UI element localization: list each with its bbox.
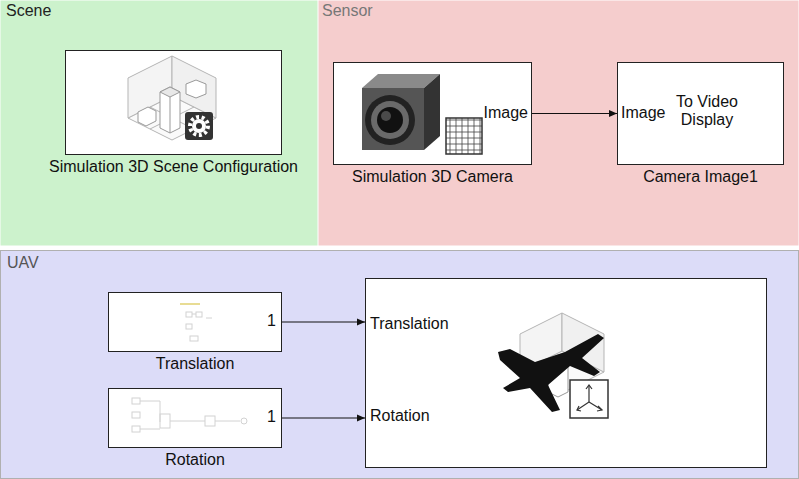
port-label: Image: [621, 104, 665, 122]
band-title: UAV: [7, 254, 39, 272]
uav-band-fill: [1, 251, 799, 479]
subsystem-block: 1Rotation: [108, 388, 282, 448]
port-number: 1: [267, 312, 276, 330]
block-label: Camera Image1: [611, 168, 791, 186]
scene-config-icon: [128, 56, 216, 140]
subsystem-block-fill: [109, 389, 282, 448]
simulink-block: TranslationRotation: [365, 278, 767, 468]
band-title: Scene: [6, 2, 51, 20]
port-number: 1: [267, 408, 276, 426]
port-label: Image: [484, 104, 528, 122]
simulink-block: Simulation 3D Scene Configuration: [65, 50, 282, 155]
block-label: Simulation 3D Camera: [313, 168, 553, 186]
scene-band: Simulation 3D Scene Configuration Scene: [0, 0, 318, 246]
simulink-block-fill: [366, 279, 767, 468]
uav-vehicle-icon: [498, 313, 608, 418]
subsystem-block-fill: [109, 293, 282, 352]
simulink-block-fill: [334, 63, 532, 165]
scene-band-fill: [1, 1, 318, 246]
simulink-block-fill: [66, 51, 282, 155]
sensor-band-fill: [319, 1, 799, 246]
signal-line: [532, 113, 617, 114]
port-label: Translation: [370, 315, 449, 333]
block-text: To Video Display: [667, 93, 747, 129]
subsystem-block: 1Translation: [108, 292, 282, 352]
camera-icon: [362, 74, 482, 154]
simulink-block: ImageSimulation 3D Camera: [333, 62, 532, 165]
band-title: Sensor: [322, 2, 373, 20]
block-label: Rotation: [95, 451, 295, 469]
uav-band: 1Translation1RotationTranslationRotation…: [0, 250, 799, 479]
simulink-block: ImageTo Video DisplayCamera Image1: [617, 62, 784, 165]
block-label: Simulation 3D Scene Configuration: [9, 158, 339, 176]
signal-line: [282, 418, 365, 419]
sensor-band: ImageSimulation 3D CameraImageTo Video D…: [318, 0, 799, 246]
signal-line: [282, 322, 365, 323]
simulink-block-fill: [618, 63, 784, 165]
port-label: Rotation: [370, 407, 430, 425]
block-label: Translation: [95, 355, 295, 373]
